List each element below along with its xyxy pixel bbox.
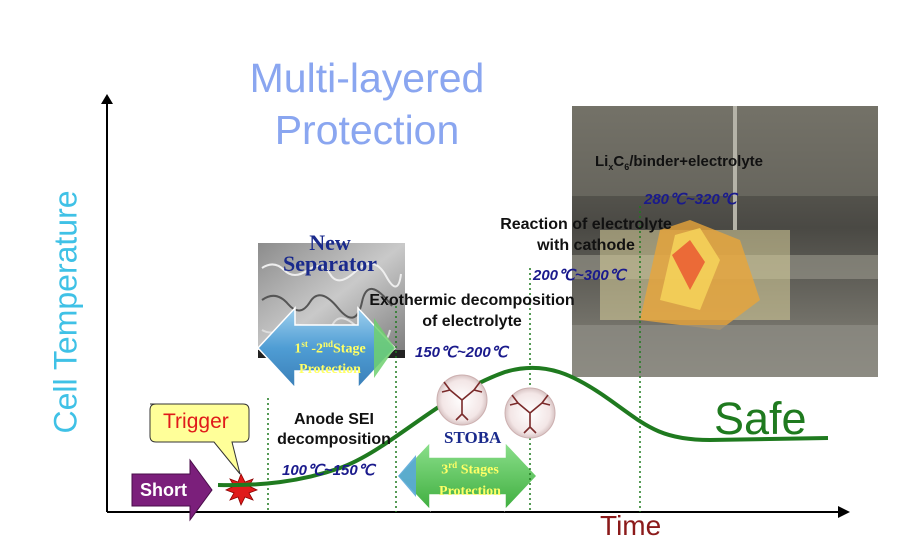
cathode-temp-range: 200℃~300℃	[533, 267, 626, 284]
x-axis	[107, 506, 850, 518]
stage-1-2-label: 1st -2ndStage Protection	[294, 339, 366, 377]
cathode-reaction-label: Reaction of electrolyte with cathode	[500, 216, 672, 254]
lixc6-label: LixC6/binder+electrolyte	[595, 153, 764, 172]
battery-fire-photo	[572, 106, 878, 377]
dendrimer-molecule-icon	[436, 374, 556, 439]
stoba-label: STOBA	[444, 428, 502, 447]
exothermic-label: Exothermic decomposition of electrolyte	[369, 292, 575, 330]
separator-line-2: Separator	[282, 251, 378, 276]
separator-label: New Separator	[270, 230, 390, 276]
y-axis	[101, 94, 113, 512]
diagram-title: Multi-layered Protection	[232, 52, 502, 156]
title-line-1: Multi-layered	[249, 55, 485, 101]
short-label: Short	[140, 480, 187, 500]
temperature-curve	[217, 365, 829, 488]
lixc6-temp-range: 280℃~320℃	[644, 191, 737, 208]
safe-label: Safe	[714, 393, 807, 444]
trigger-label: Trigger	[163, 410, 229, 433]
separator-line-1: New	[309, 230, 351, 255]
x-axis-label: Time	[600, 510, 662, 541]
anode-temp-range: 100℃~150℃	[282, 462, 375, 479]
y-axis-label: Cell Temperature	[47, 190, 84, 434]
short-arrow	[131, 458, 213, 522]
stage-3-label: 3rd Stages Protection	[439, 460, 501, 499]
stage-1-2-protection-arrow	[256, 306, 397, 390]
starburst-spark-icon	[225, 473, 258, 506]
anode-sei-label: Anode SEI decomposition	[277, 411, 391, 448]
trigger-callout	[149, 403, 250, 475]
exothermic-temp-range: 150℃~200℃	[415, 344, 508, 361]
title-line-2: Protection	[274, 107, 460, 153]
stage-3-protection-arrow	[396, 440, 539, 512]
